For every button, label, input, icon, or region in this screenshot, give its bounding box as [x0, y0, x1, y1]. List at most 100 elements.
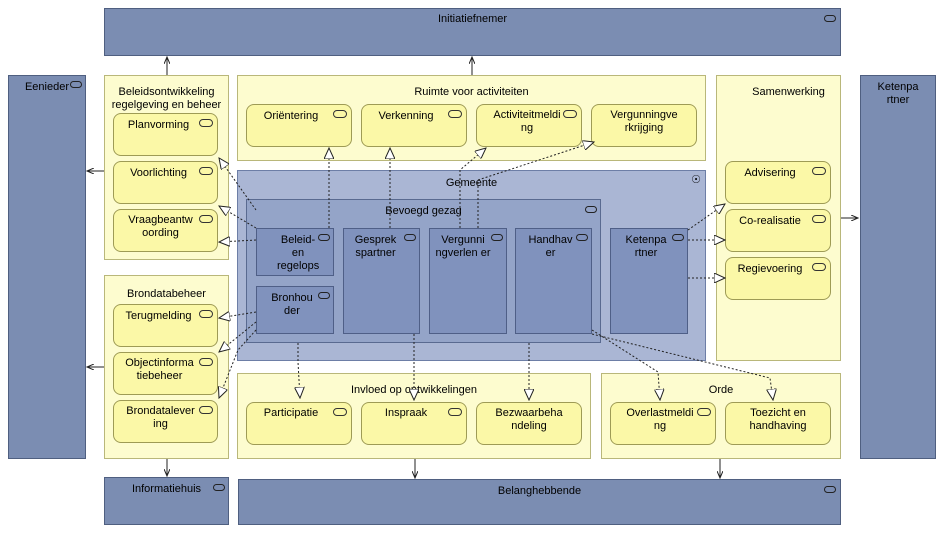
gemeente-label: Gemeente	[445, 177, 498, 189]
group-label: Samenwerking	[752, 86, 825, 98]
role-gesprekspartner[interactable]: Gesprek spartner	[343, 228, 420, 334]
role-icon	[213, 484, 225, 491]
role-label: Bronhou der	[271, 292, 313, 317]
service-label: Participatie	[263, 407, 319, 419]
service-participatie[interactable]: Participatie	[246, 402, 352, 445]
service-icon	[333, 110, 347, 118]
actor-informatiehuis[interactable]: Informatiehuis	[104, 477, 229, 525]
service-label: Oriëntering	[263, 110, 319, 122]
realization-line	[687, 204, 725, 231]
actor-label: Ketenpa rtner	[877, 81, 919, 106]
group-label: Orde	[708, 384, 734, 396]
role-label: Beleid- en regelops	[277, 234, 320, 272]
group-label: Brondatabeheer	[127, 288, 206, 300]
service-icon	[199, 358, 213, 366]
service-label: Terugmelding	[125, 310, 192, 322]
service-corealisatie[interactable]: Co-realisatie	[725, 209, 831, 252]
service-icon	[333, 408, 347, 416]
role-icon	[491, 234, 503, 241]
role-bronhouder[interactable]: Bronhou der	[256, 286, 334, 334]
group-label: Ruimte voor activiteiten	[414, 86, 529, 98]
service-terugmelding[interactable]: Terugmelding	[113, 304, 218, 347]
realization-line	[298, 343, 300, 398]
role-label: Vergunni ngverlen er	[435, 234, 491, 259]
realization-line	[477, 142, 594, 228]
service-label: Objectinforma tiebeheer	[125, 357, 194, 382]
role-label: Gesprek spartner	[354, 234, 397, 259]
actor-icon: ☉	[691, 174, 701, 186]
service-icon	[199, 310, 213, 318]
service-verkenning[interactable]: Verkenning	[361, 104, 467, 147]
service-activiteitmelding[interactable]: Activiteitmeldi ng	[476, 104, 582, 147]
role-ketenpartner[interactable]: Ketenpa rtner	[610, 228, 688, 334]
role-handhaver[interactable]: Handhav er	[515, 228, 592, 334]
actor-label: Belanghebbende	[497, 485, 582, 497]
service-label: Bezwaarbeha ndeling	[495, 407, 563, 432]
role-beleid[interactable]: Beleid- en regelops	[256, 228, 334, 276]
realization-line	[591, 329, 660, 400]
service-advisering[interactable]: Advisering	[725, 161, 831, 204]
service-icon	[812, 263, 826, 271]
service-label: Advisering	[744, 167, 796, 179]
realization-line	[219, 312, 257, 318]
service-planvorming[interactable]: Planvorming	[113, 113, 218, 156]
role-icon	[672, 234, 684, 241]
service-icon	[448, 110, 462, 118]
service-vergunningverkrijging[interactable]: Vergunningve rkrijging	[591, 104, 697, 147]
service-icon	[448, 408, 462, 416]
realization-line	[219, 321, 257, 352]
service-icon	[563, 110, 577, 118]
service-icon	[812, 167, 826, 175]
actor-belanghebbende[interactable]: Belanghebbende	[238, 479, 841, 525]
service-inspraak[interactable]: Inspraak	[361, 402, 467, 445]
service-icon	[199, 119, 213, 127]
role-icon	[824, 15, 836, 22]
service-toezicht[interactable]: Toezicht en handhaving	[725, 402, 831, 445]
actor-ketenpartner[interactable]: Ketenpa rtner	[860, 75, 936, 459]
service-label: Regievoering	[737, 263, 803, 275]
role-icon	[585, 206, 597, 213]
role-icon	[824, 486, 836, 493]
role-vergunningverlener[interactable]: Vergunni ngverlen er	[429, 228, 507, 334]
bevoegd-gezag-label: Bevoegd gezag	[385, 205, 462, 217]
actor-initiatiefnemer[interactable]: Initiatiefnemer	[104, 8, 841, 56]
role-icon	[404, 234, 416, 241]
service-label: Inspraak	[384, 407, 428, 419]
realization-line	[219, 158, 257, 211]
service-voorlichting[interactable]: Voorlichting	[113, 161, 218, 204]
service-orientering[interactable]: Oriëntering	[246, 104, 352, 147]
service-icon	[199, 406, 213, 414]
actor-label: Informatiehuis	[131, 483, 202, 495]
realization-line	[219, 240, 257, 242]
service-label: Vraagbeantw oording	[128, 214, 193, 239]
service-label: Vergunningve rkrijging	[610, 109, 678, 134]
realization-line	[591, 333, 773, 400]
service-regievoering[interactable]: Regievoering	[725, 257, 831, 300]
service-label: Co-realisatie	[739, 215, 801, 227]
role-icon	[318, 292, 330, 299]
service-objectinformatiebeheer[interactable]: Objectinforma tiebeheer	[113, 352, 218, 395]
service-label: Toezicht en handhaving	[749, 407, 807, 432]
role-icon	[318, 234, 330, 241]
role-label: Handhav er	[528, 234, 573, 259]
actor-label: Eenieder	[24, 81, 70, 93]
service-vraagbeantwoording[interactable]: Vraagbeantw oording	[113, 209, 218, 252]
role-icon	[70, 81, 82, 88]
service-icon	[697, 408, 711, 416]
actor-label: Initiatiefnemer	[437, 13, 508, 25]
realization-line	[219, 206, 257, 229]
service-label: Verkenning	[378, 110, 434, 122]
realization-line	[459, 148, 486, 228]
service-overlastmelding[interactable]: Overlastmeldi ng	[610, 402, 716, 445]
service-label: Overlastmeldi ng	[626, 407, 694, 432]
role-label: Ketenpa rtner	[625, 234, 667, 259]
realization-line	[219, 329, 257, 398]
service-label: Planvorming	[127, 119, 190, 131]
service-bezwaarbehandeling[interactable]: Bezwaarbeha ndeling	[476, 402, 582, 445]
service-icon	[199, 215, 213, 223]
actor-eenieder[interactable]: Eenieder	[8, 75, 86, 459]
service-icon	[199, 167, 213, 175]
service-label: Voorlichting	[130, 167, 187, 179]
service-brondatalevering[interactable]: Brondatalever ing	[113, 400, 218, 443]
